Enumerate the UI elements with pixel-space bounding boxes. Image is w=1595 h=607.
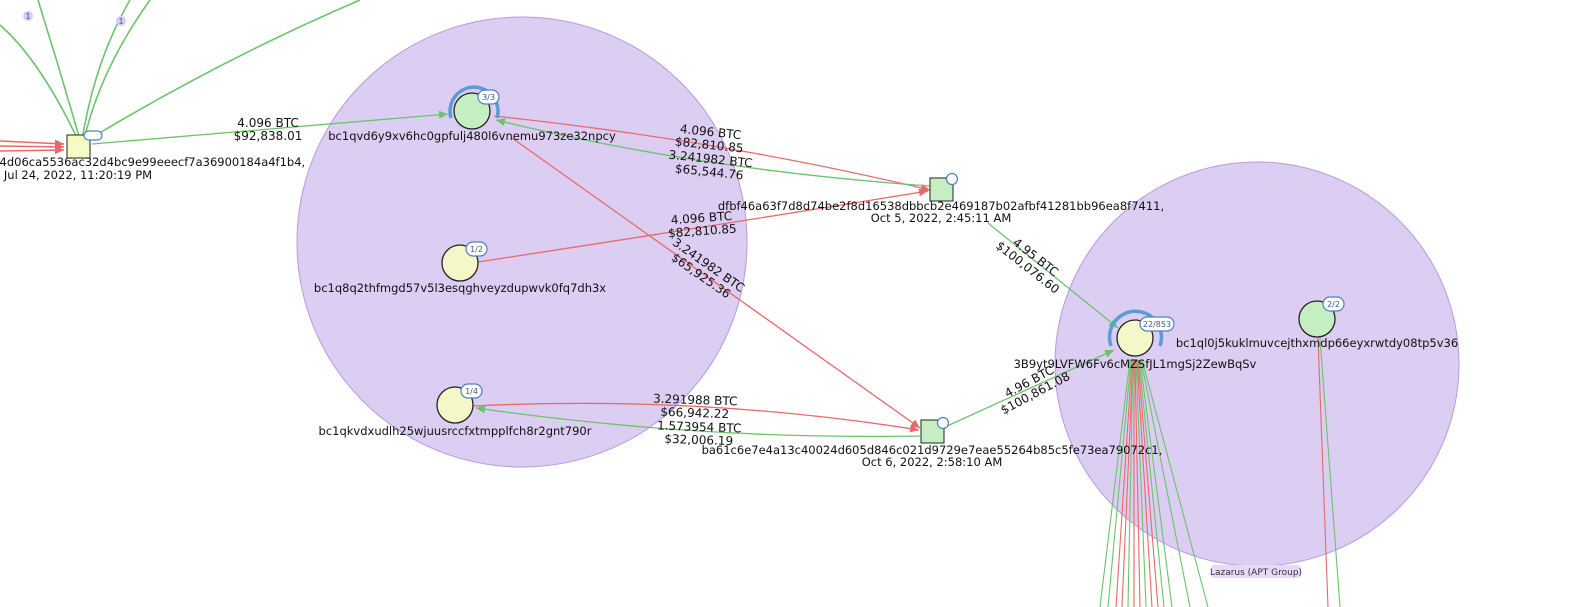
transaction-node-t0[interactable] (66, 130, 103, 159)
upstream-edges (0, 0, 361, 155)
svg-text:2/2: 2/2 (1327, 300, 1340, 309)
svg-text:3.291988 BTC: 3.291988 BTC (653, 392, 738, 409)
edge-label-e7: 1.573954 BTC $32,006.19 (657, 419, 742, 449)
edge-label-e1: 4.096 BTC $92,838.01 (234, 116, 303, 143)
edge-e5[interactable] (511, 137, 921, 429)
transaction-label-t1-date: Oct 5, 2022, 2:45:11 AM (871, 211, 1012, 225)
transaction-label-t0-hash: 2a4a4d06ca5536ac32d4bc9e99eeecf7a3690018… (0, 155, 305, 169)
svg-text:$32,006.19: $32,006.19 (664, 432, 733, 448)
svg-text:1: 1 (118, 17, 123, 26)
cluster-tag-lazarus[interactable]: Lazarus (APT Group) (1210, 565, 1302, 578)
address-node-a1[interactable]: 3/3 (448, 85, 500, 130)
address-node-a5[interactable]: 2/2 (1298, 296, 1345, 338)
edge-label-e4: 4.096 BTC $82,810.85 (668, 209, 738, 241)
edge-e4[interactable] (477, 188, 929, 263)
transaction-label-t0-date: Jul 24, 2022, 11:20:19 PM (3, 168, 152, 182)
transaction-node-t1[interactable] (929, 172, 959, 202)
edge-e6[interactable] (472, 402, 920, 433)
svg-text:1/2: 1/2 (470, 245, 483, 254)
edge-e3[interactable] (495, 118, 931, 187)
svg-text:$82,810.85: $82,810.85 (668, 222, 738, 241)
address-label-a3: bc1qkvdxudlh25wjuusrccfxtmpplfch8r2gnt79… (319, 424, 592, 438)
svg-text:3/3: 3/3 (482, 93, 495, 102)
cluster-circle-left[interactable] (296, 16, 748, 468)
edge-label-e6: 3.291988 BTC $66,942.22 (653, 392, 738, 422)
svg-text:1: 1 (25, 12, 30, 21)
lazarus-outgoing-edges (1099, 337, 1341, 607)
edge-e8[interactable] (987, 222, 1119, 329)
svg-text:$92,838.01: $92,838.01 (234, 129, 303, 143)
edge-e9[interactable] (944, 349, 1115, 428)
svg-text:4.096 BTC: 4.096 BTC (679, 122, 742, 142)
mini-badge-2[interactable]: 1 (116, 16, 126, 26)
address-label-a4: 3B9yt9LVFW6Fv6cMZSfJL1mgSj2ZewBqSv (1014, 357, 1257, 371)
svg-text:1/4: 1/4 (465, 387, 478, 396)
svg-text:$66,942.22: $66,942.22 (660, 405, 729, 421)
svg-text:Lazarus (APT Group): Lazarus (APT Group) (1210, 568, 1302, 578)
address-label-a2: bc1q8q2thfmgd57v5l3esqghveyzdupwvk0fq7dh… (314, 281, 606, 295)
edge-e7[interactable] (475, 405, 921, 438)
transaction-node-t2[interactable] (920, 416, 950, 444)
svg-text:4.096 BTC: 4.096 BTC (670, 209, 732, 227)
svg-text:1.573954 BTC: 1.573954 BTC (657, 419, 742, 436)
edge-e2[interactable] (493, 115, 931, 192)
transaction-label-t2-date: Oct 6, 2022, 2:58:10 AM (862, 455, 1003, 469)
address-node-a2[interactable]: 1/2 (441, 241, 488, 282)
mini-badge-1[interactable]: 1 (23, 11, 33, 21)
transaction-label-t2-hash: ba61c6e7e4a13c40024d605d846c021d9729e7ea… (702, 443, 1163, 457)
address-node-a3[interactable]: 1/4 (436, 383, 483, 424)
address-label-a1: bc1qvd6y9xv6hc0gpfulj480l6vnemu973ze32np… (328, 129, 616, 143)
address-label-a5: bc1ql0j5kuklmuvcejthxmdp66eyxrwtdy08tp5v… (1176, 336, 1458, 350)
edge-e1[interactable] (91, 110, 449, 145)
edge-label-e8: 4.95 BTC $100,076.60 (993, 235, 1062, 296)
transaction-label-t1-hash: dfbf46a63f7d8d74be2f8d16538dbbcb2e469187… (718, 199, 1164, 213)
svg-text:4.096 BTC: 4.096 BTC (237, 116, 298, 130)
svg-text:22/853: 22/853 (1143, 320, 1171, 329)
address-node-a4[interactable]: 22/853 (1107, 309, 1175, 357)
